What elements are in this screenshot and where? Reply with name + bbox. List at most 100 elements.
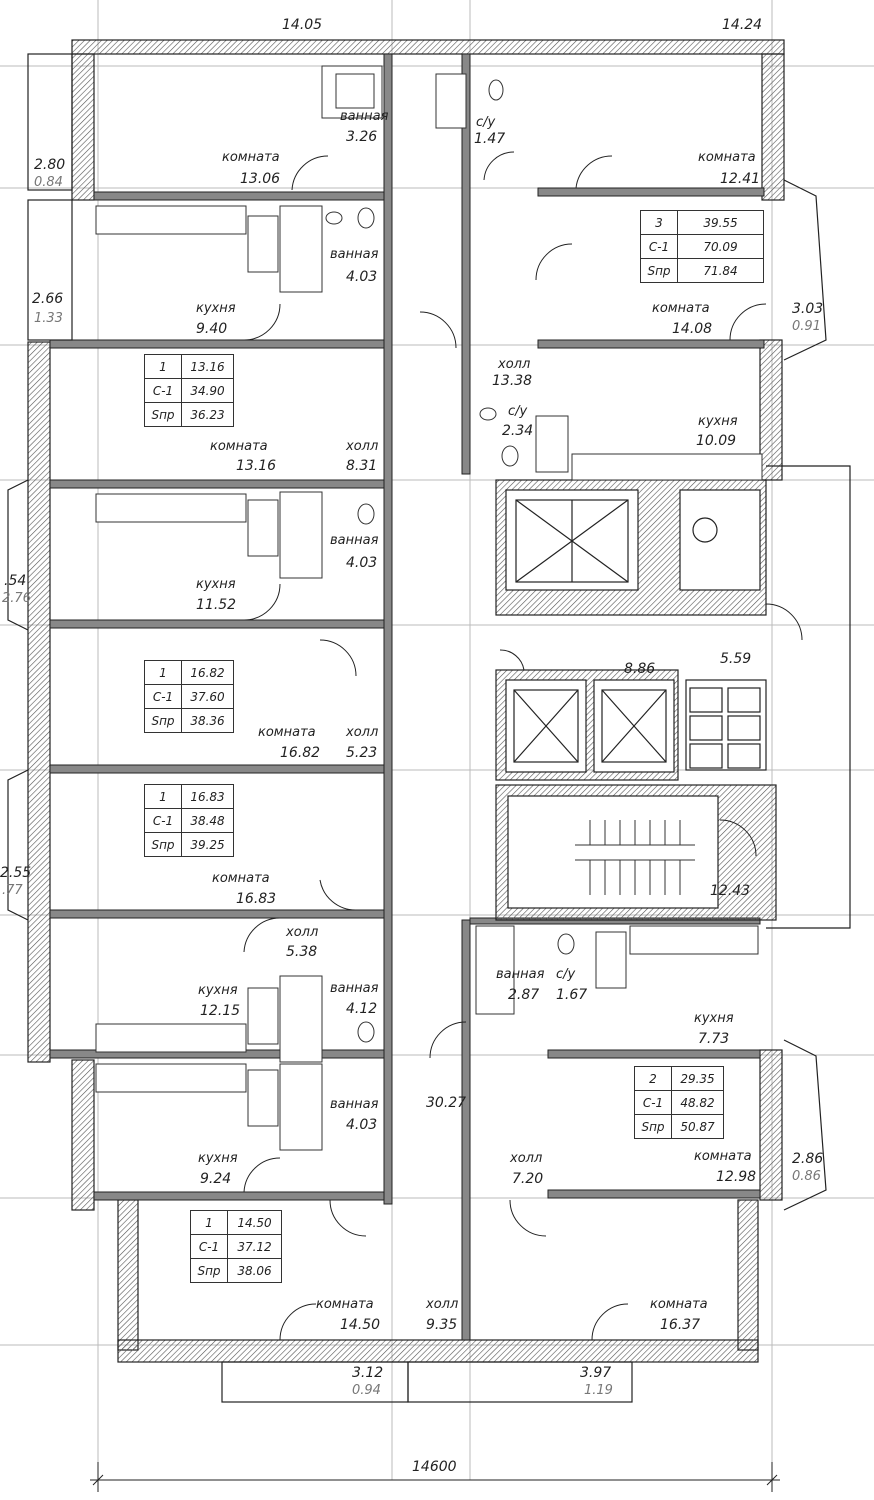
c1-area: 38.48 — [190, 813, 225, 828]
room-area-top-left: 14.05 — [282, 17, 323, 33]
c1-label: С-1 — [145, 685, 182, 708]
room-name: холл — [346, 439, 379, 454]
room-name: кухня — [198, 983, 238, 998]
c1-area: 70.09 — [703, 239, 738, 254]
room-area-top-right: 14.24 — [722, 17, 763, 33]
room-name: комната — [698, 150, 756, 165]
room-area: 12.98 — [716, 1169, 757, 1185]
interior-walls — [49, 53, 765, 1341]
room-name: кухня — [198, 1151, 238, 1166]
room-area: 4.03 — [346, 1117, 378, 1133]
room-name: ванная — [330, 247, 379, 262]
room-name: ванная — [330, 533, 379, 548]
room-area: 5.59 — [720, 651, 752, 667]
living-area: 29.35 — [680, 1071, 715, 1086]
room-name: комната — [258, 725, 316, 740]
c1-label: С-1 — [635, 1091, 672, 1114]
balcony-reduced-area: 0.91 — [792, 319, 821, 334]
room-area: 8.31 — [346, 458, 378, 474]
living-area: 13.16 — [190, 359, 225, 374]
snp-label: Sпр — [191, 1259, 228, 1282]
overall-dimension: 14600 — [412, 1459, 457, 1475]
room-area: 14.08 — [672, 321, 713, 337]
c1-area: 37.12 — [237, 1239, 272, 1254]
room-area: 13.06 — [240, 171, 281, 187]
snp-label: Sпр — [145, 709, 182, 732]
room-area: 3.26 — [346, 129, 378, 145]
rooms-count: 1 — [191, 1211, 228, 1234]
room-name: комната — [652, 301, 710, 316]
door-arcs — [243, 151, 803, 1341]
balcony-area: 2.86 — [792, 1151, 824, 1167]
room-name: комната — [222, 150, 280, 165]
snp-area: 39.25 — [190, 837, 225, 852]
room-name: ванная — [496, 967, 545, 982]
balcony-area: 3.97 — [580, 1365, 612, 1381]
room-name: комната — [316, 1297, 374, 1312]
room-name: кухня — [196, 301, 236, 316]
c1-area: 34.90 — [190, 383, 225, 398]
snp-area: 38.36 — [190, 713, 225, 728]
room-area: 4.12 — [346, 1001, 378, 1017]
balcony-area: 2.66 — [32, 291, 64, 307]
rooms-count: 3 — [641, 211, 678, 234]
room-area: 13.38 — [492, 373, 533, 389]
rooms-count: 2 — [635, 1067, 672, 1090]
living-area: 39.55 — [703, 215, 738, 230]
room-name: ванная — [330, 981, 379, 996]
balcony-reduced-area: .77 — [2, 883, 23, 898]
room-area: 16.37 — [660, 1317, 701, 1333]
room-area: 7.20 — [512, 1171, 544, 1187]
c1-label: С-1 — [145, 379, 182, 402]
living-area: 16.83 — [190, 789, 225, 804]
living-area: 14.50 — [237, 1215, 272, 1230]
balcony-area: 3.03 — [792, 301, 824, 317]
room-area: 12.15 — [200, 1003, 241, 1019]
rooms-count: 1 — [145, 355, 182, 378]
snp-label: Sпр — [145, 403, 182, 426]
building-core — [495, 479, 777, 921]
room-name: ванная — [340, 109, 389, 124]
balcony-reduced-area: 0.84 — [34, 175, 63, 190]
snp-label: Sпр — [145, 833, 182, 856]
room-area: 12.41 — [720, 171, 761, 187]
c1-label: С-1 — [641, 235, 678, 258]
room-area: 2.34 — [502, 423, 534, 439]
balcony-area: .54 — [4, 573, 27, 589]
room-area: 2.87 — [508, 987, 540, 1003]
balconies — [7, 53, 851, 1403]
room-name: холл — [510, 1151, 543, 1166]
snp-area: 38.06 — [237, 1263, 272, 1278]
room-area: 13.16 — [236, 458, 277, 474]
room-name: комната — [210, 439, 268, 454]
living-area: 16.82 — [190, 665, 225, 680]
c1-area: 48.82 — [680, 1095, 715, 1110]
room-area: 1.67 — [556, 987, 588, 1003]
snp-label: Sпр — [635, 1115, 672, 1138]
room-name: комната — [650, 1297, 708, 1312]
room-area: 8.86 — [624, 661, 656, 677]
balcony-reduced-area: 0.94 — [352, 1383, 381, 1398]
apartment-table: 1 14.50 С-1 37.12 Sпр 38.06 — [190, 1210, 282, 1283]
room-area: 7.73 — [698, 1031, 730, 1047]
exterior-walls — [27, 39, 785, 1363]
room-area: 14.50 — [340, 1317, 381, 1333]
room-name: кухня — [196, 577, 236, 592]
balcony-reduced-area: 2.76 — [2, 591, 31, 606]
room-area: 10.09 — [696, 433, 737, 449]
room-name: с/у — [556, 967, 576, 982]
room-area: 5.23 — [346, 745, 378, 761]
room-area: 30.27 — [426, 1095, 467, 1111]
fixtures — [95, 65, 763, 1151]
room-area: 16.82 — [280, 745, 321, 761]
balcony-area: 3.12 — [352, 1365, 384, 1381]
c1-label: С-1 — [191, 1235, 228, 1258]
room-name: с/у — [508, 404, 528, 419]
snp-area: 71.84 — [703, 263, 738, 278]
balcony-reduced-area: 1.19 — [584, 1383, 613, 1398]
